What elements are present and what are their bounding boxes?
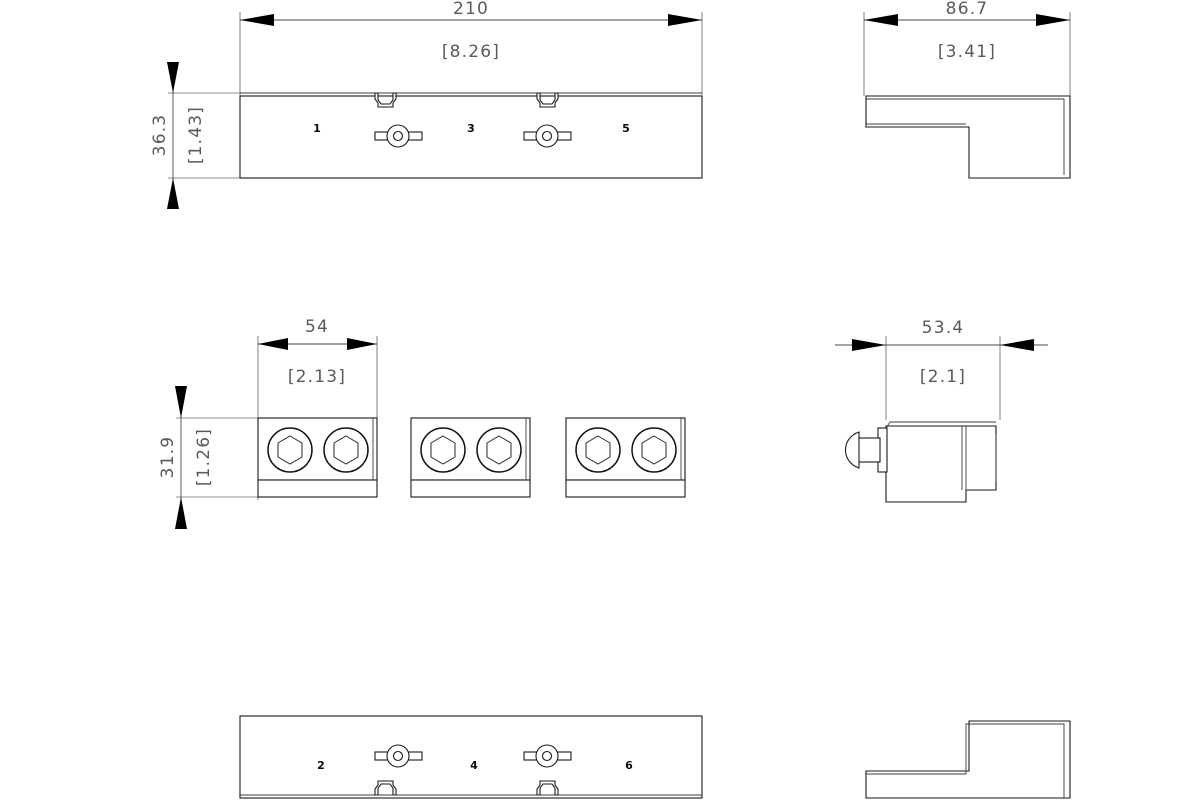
- clamp-block-2-base: [410, 479, 531, 498]
- notch-profile-1: [374, 92, 397, 108]
- dim-text-867-mm: 86.7: [946, 0, 989, 19]
- top-view-body: [239, 95, 703, 179]
- bolt-shank: [857, 437, 881, 463]
- bottom-right-l-profile: [865, 720, 1071, 799]
- notch-profile-2: [536, 92, 559, 108]
- callout-top-5: 5: [622, 122, 630, 135]
- notch-profile-b1: [374, 780, 397, 796]
- dim-arrow-up-363: [167, 62, 179, 93]
- dim-arrow-up-319: [175, 386, 187, 418]
- clamp-block-1-base: [257, 479, 378, 498]
- bolt-head-dome: [844, 431, 860, 469]
- dim-arrow-left-867: [864, 14, 898, 26]
- dim-arrow-left-534: [852, 339, 886, 351]
- view-top-right: 86.7 [3.41]: [863, 0, 1071, 179]
- callout-bottom-4: 4: [470, 759, 478, 772]
- top-view-notch-1: [374, 92, 397, 108]
- socket-bore-1b: [323, 427, 369, 473]
- fastener-bore-2: [541, 130, 553, 142]
- clamp-block-3-base: [565, 479, 686, 498]
- dim-text-363-in: [1.43]: [186, 106, 206, 164]
- callout-bottom-2: 2: [317, 759, 325, 772]
- fastener-bore-b1: [392, 750, 404, 762]
- dim-text-319-mm: 31.9: [158, 436, 178, 479]
- dim-text-534-in: [2.1]: [920, 367, 966, 387]
- dim-arrow-right-534: [1000, 339, 1034, 351]
- dim-arrow-down-319: [175, 497, 187, 529]
- clamp-block-1-body: [257, 417, 378, 481]
- socket-hex-3b: [641, 435, 667, 465]
- top-view-fastener-1: [374, 124, 423, 148]
- dim-arrow-down-363: [167, 178, 179, 209]
- top-right-inner-offset: [866, 98, 1065, 175]
- dim-text-534-mm: 53.4: [922, 318, 965, 338]
- view-bottom-right: [865, 720, 1071, 799]
- dim-text-319-in: [1.26]: [194, 428, 214, 486]
- dim-arrow-left-210: [240, 14, 274, 26]
- clamp-block-3-body: [565, 417, 686, 481]
- callout-top-1: 1: [313, 122, 321, 135]
- view-middle-right: 53.4 [2.1]: [835, 318, 1048, 503]
- top-view-notch-2: [536, 92, 559, 108]
- dim-text-54-mm: 54: [305, 317, 329, 337]
- socket-bore-1a: [267, 427, 313, 473]
- socket-hex-2b: [486, 435, 512, 465]
- socket-hex-1b: [333, 435, 359, 465]
- clamp-block-2: [410, 417, 531, 498]
- dim-text-363-mm: 36.3: [150, 114, 170, 157]
- view-middle-left: 54 [2.13] 31.9 [1.26]: [158, 317, 686, 529]
- view-bottom-left: 2 4 6: [239, 715, 703, 799]
- dim-text-867-in: [3.41]: [938, 42, 996, 62]
- mid-right-chamfer: [885, 421, 996, 429]
- socket-hex-1a: [277, 435, 303, 465]
- callout-top-3: 3: [467, 122, 475, 135]
- socket-bore-3a: [575, 427, 621, 473]
- clamp-block-2-body: [410, 417, 531, 481]
- bottom-view-notch-2: [536, 780, 559, 796]
- bottom-view-notch-1: [374, 780, 397, 796]
- socket-hex-2a: [430, 435, 456, 465]
- dim-text-54-in: [2.13]: [288, 367, 346, 387]
- dim-arrow-right-867: [1036, 14, 1070, 26]
- mid-right-block-body: [885, 425, 997, 503]
- socket-bore-2a: [420, 427, 466, 473]
- notch-profile-b2: [536, 780, 559, 796]
- top-right-l-profile: [865, 95, 1071, 179]
- bottom-view-fastener-1: [374, 744, 423, 768]
- view-top-left: 210 [8.26] 36.3 [1.43]: [150, 0, 703, 209]
- clamp-block-1: [257, 417, 378, 498]
- clamp-block-3: [565, 417, 686, 498]
- dim-arrow-right-54: [347, 338, 377, 350]
- dim-text-210-in: [8.26]: [442, 42, 500, 62]
- bottom-view-body: [239, 715, 703, 799]
- callout-bottom-6: 6: [625, 759, 633, 772]
- bottom-view-fastener-2: [523, 744, 572, 768]
- bottom-right-inner-offset: [866, 723, 1065, 798]
- socket-bore-3b: [631, 427, 677, 473]
- dim-arrow-right-210: [668, 14, 702, 26]
- dim-arrow-left-54: [258, 338, 288, 350]
- mid-right-bolt: [844, 427, 888, 473]
- fastener-bore-b2: [541, 750, 553, 762]
- fastener-bore-1: [392, 130, 404, 142]
- socket-hex-3a: [585, 435, 611, 465]
- socket-bore-2b: [476, 427, 522, 473]
- dim-text-210-mm: 210: [453, 0, 489, 19]
- top-view-fastener-2: [523, 124, 572, 148]
